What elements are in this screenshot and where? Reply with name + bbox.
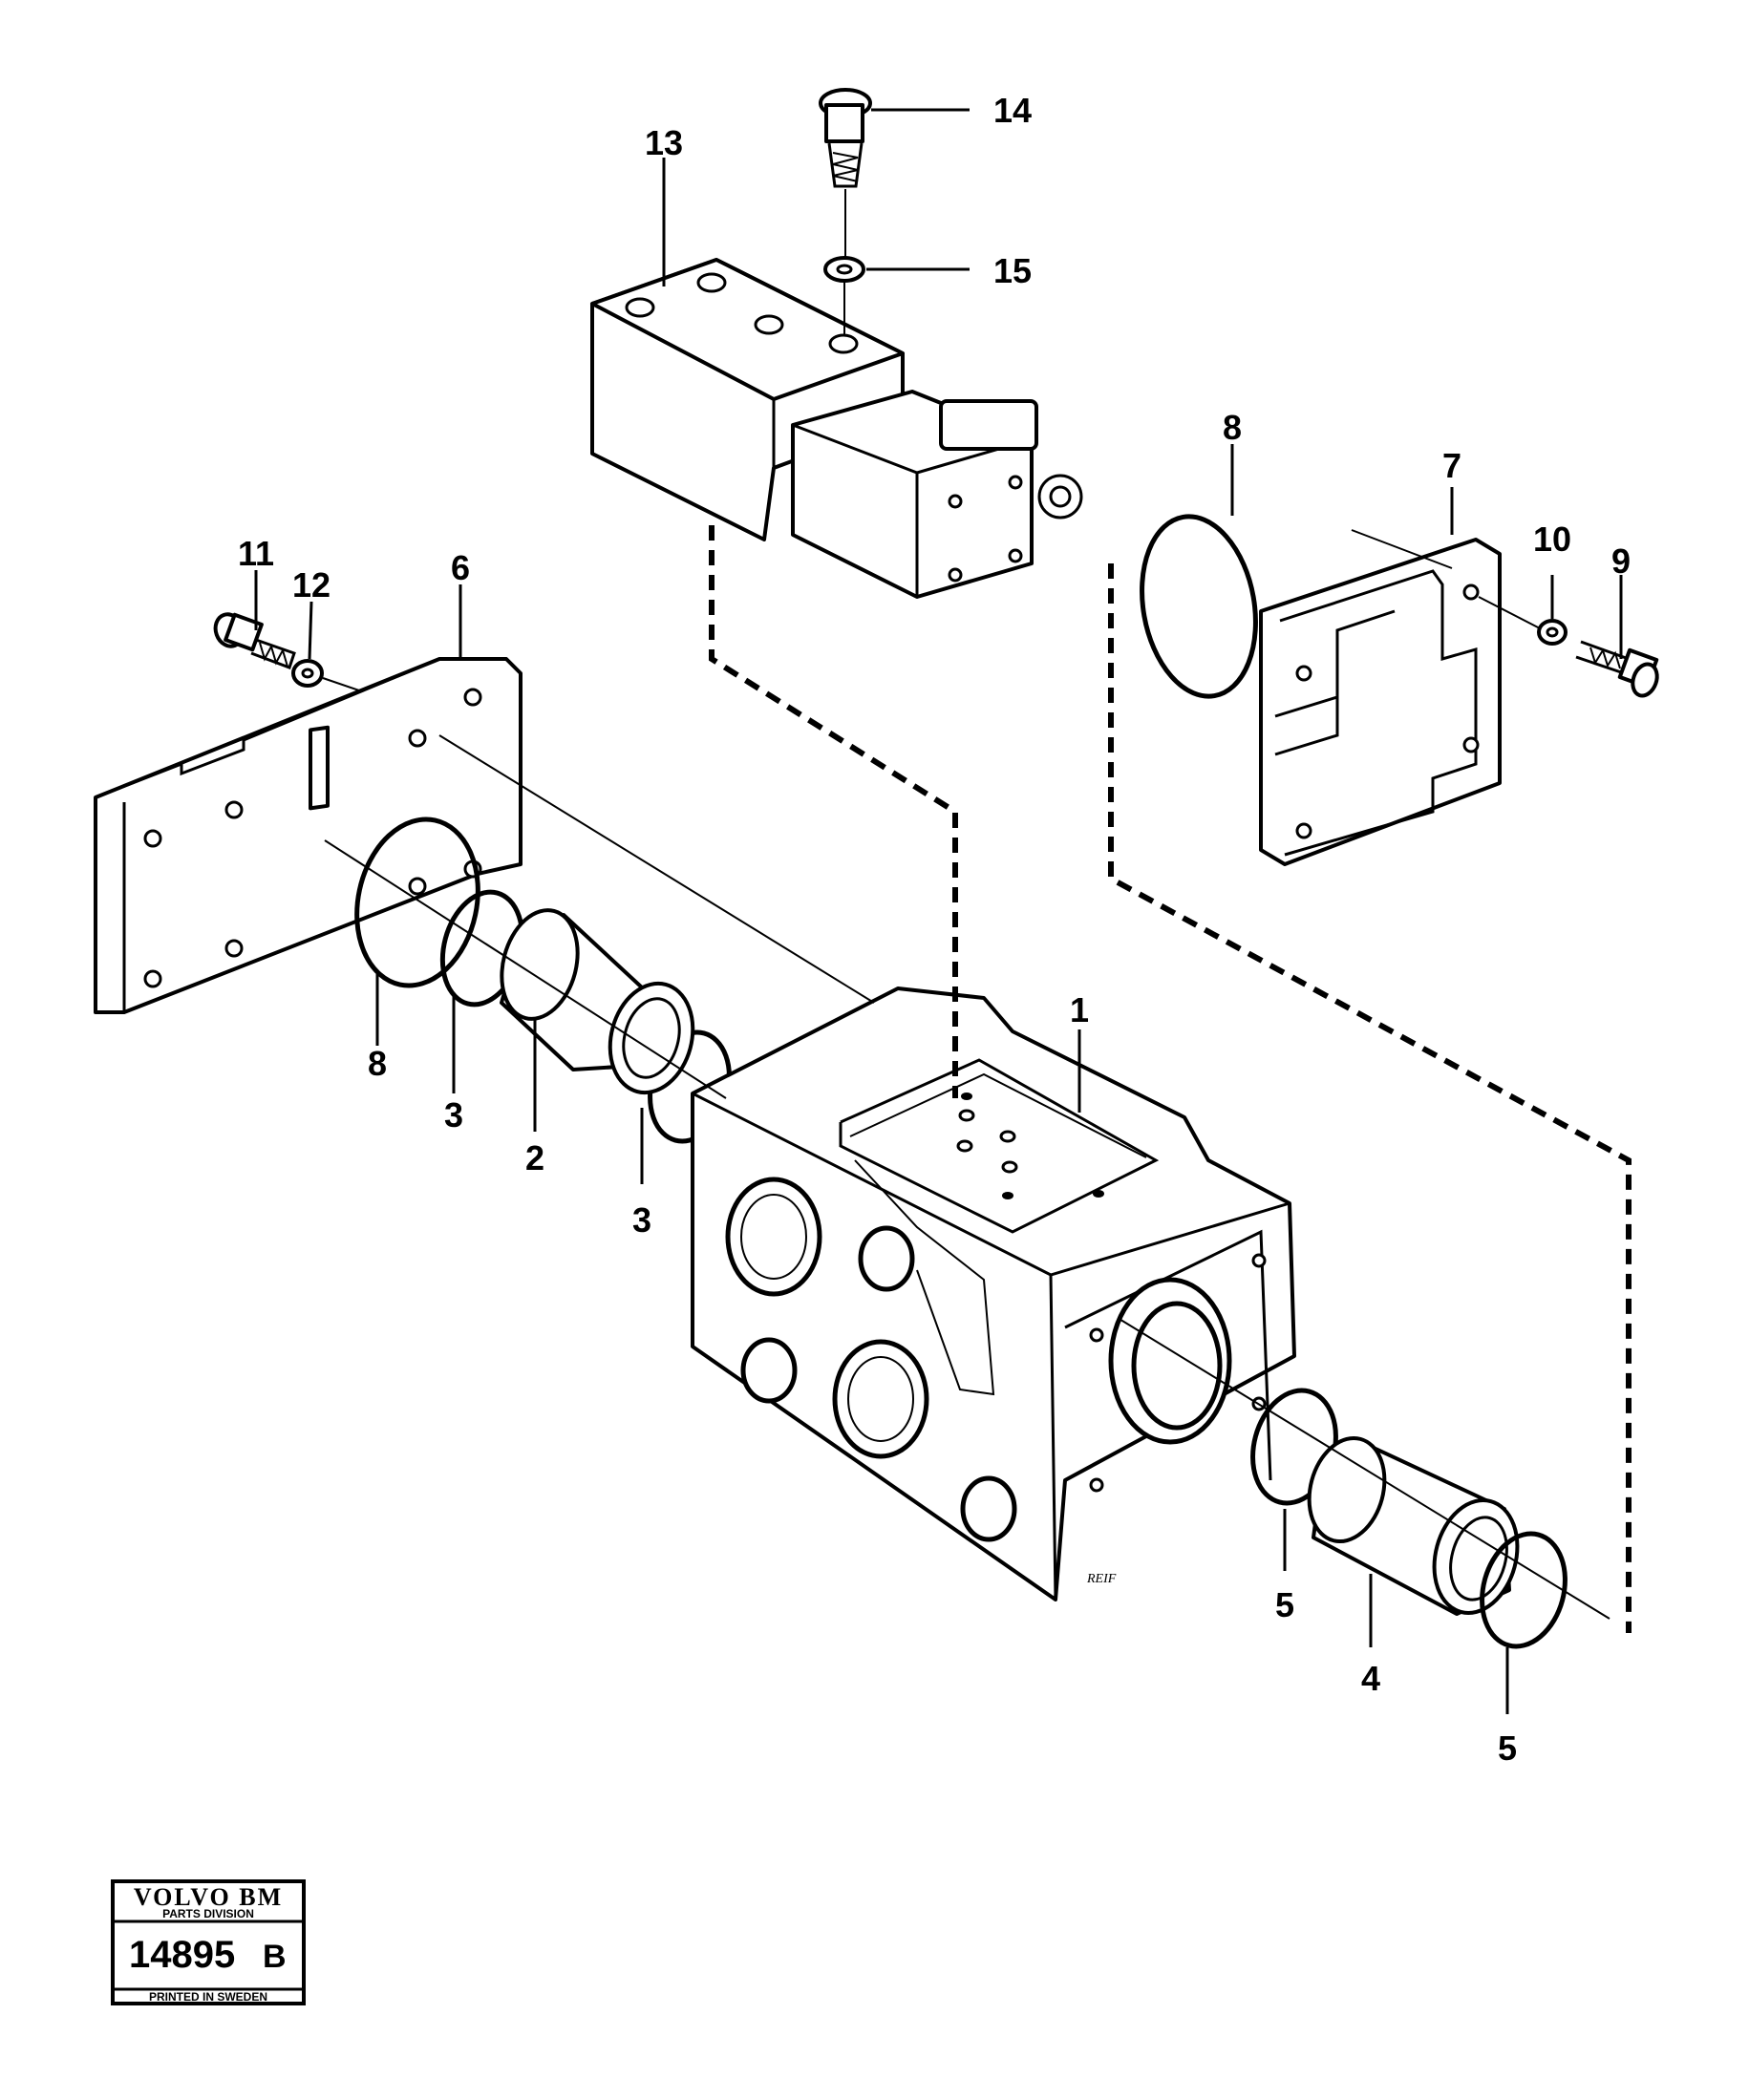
bolt-part-9: [1478, 596, 1659, 698]
callout-5-right: 5: [1498, 1729, 1517, 1768]
bolt-part-11: [213, 612, 296, 669]
callout-6: 6: [451, 548, 470, 587]
solenoid-valve-part-13: [590, 258, 1083, 599]
end-plate-part-6: [94, 657, 523, 1014]
callout-15: 15: [993, 251, 1032, 290]
stamp-brand: VOLVO BM: [134, 1883, 283, 1911]
callout-11: 11: [238, 534, 274, 573]
stamp-suffix: B: [263, 1939, 287, 1975]
cover-plate-part-7: [1259, 529, 1502, 866]
callout-2: 2: [525, 1138, 544, 1177]
valve-body-part-1: REIF: [691, 986, 1296, 1602]
o-ring-part-8-upper: [1140, 514, 1258, 699]
washer-part-15: [823, 256, 865, 334]
callout-3-right: 3: [632, 1200, 651, 1240]
callout-5-left: 5: [1275, 1585, 1294, 1624]
callout-8-upper: 8: [1223, 408, 1242, 447]
callout-4: 4: [1361, 1659, 1380, 1698]
sleeve-part-2: [500, 908, 695, 1095]
callout-7: 7: [1442, 446, 1461, 485]
callout-3-left: 3: [444, 1095, 463, 1135]
o-ring-part-5-right: [1480, 1531, 1568, 1649]
leader-lines: [254, 108, 1623, 1714]
callout-13: 13: [645, 123, 683, 162]
assembly-guide-lines: [324, 525, 1632, 1633]
washer-part-10: [1537, 619, 1568, 646]
o-ring-part-8-lower: [354, 817, 480, 988]
callout-1: 1: [1070, 990, 1089, 1029]
sleeve-part-4: [1307, 1435, 1520, 1616]
callout-10: 10: [1533, 520, 1571, 559]
callout-9: 9: [1611, 541, 1631, 581]
screw-part-14: [819, 88, 872, 258]
stamp-division: PARTS DIVISION: [162, 1907, 254, 1920]
callout-14: 14: [993, 91, 1032, 130]
stamp-printed: PRINTED IN SWEDEN: [149, 1990, 267, 2004]
callout-12: 12: [292, 565, 331, 605]
callout-labels: 14 13 15 8 7 10 9 11 12 6 1 8 3 2 3 5 4 …: [238, 91, 1631, 1768]
callout-8-lower: 8: [368, 1044, 387, 1083]
artist-signature: REIF: [1086, 1572, 1117, 1586]
volvo-bm-stamp: VOLVO BM PARTS DIVISION 14895 B PRINTED …: [111, 1879, 306, 2005]
stamp-number: 14895: [129, 1934, 235, 1976]
